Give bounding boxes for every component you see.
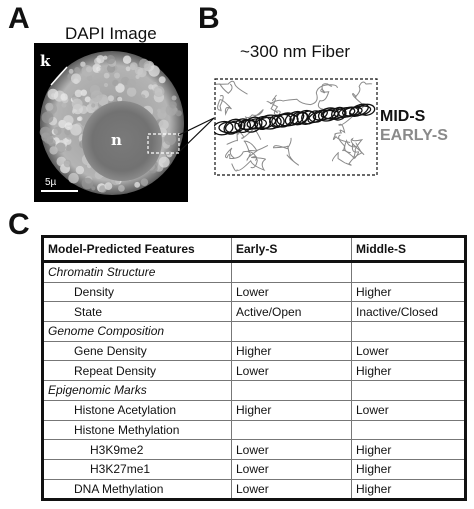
feature-cell: Chromatin Structure [41,261,232,283]
dapi-image-title: DAPI Image [65,24,157,43]
scale-label: 5µ [45,177,57,188]
feature-cell: Density [41,281,232,303]
middle-s-cell [351,321,467,342]
fiber-title: ~300 nm Fiber [240,42,351,61]
header-middle-s: Middle-S [351,235,467,263]
header-features: Model-Predicted Features [41,235,232,263]
features-table: Model-Predicted Features Early-S Middle-… [41,235,467,502]
mid-s-fiber [214,103,376,136]
early-s-cell [231,261,352,283]
middle-s-cell: Higher [351,439,467,460]
middle-s-cell: Higher [351,478,467,502]
feature-cell: Repeat Density [41,360,232,382]
nucleolus-region [82,101,162,181]
middle-s-cell: Inactive/Closed [351,301,467,323]
middle-s-cell: Lower [351,399,467,421]
fiber-model [214,78,378,176]
label-n: n [111,131,122,149]
middle-s-cell: Higher [351,360,467,382]
early-s-cell: Lower [231,458,352,480]
feature-cell: H3K27me1 [41,458,232,480]
table-row: Histone Methylation [41,419,467,441]
panel-letter-c: C [8,208,30,241]
middle-s-cell [351,261,467,283]
table-row: Genome Composition [41,321,467,342]
panel-letter-a: A [8,2,30,35]
middle-s-cell: Higher [351,281,467,303]
early-s-label: EARLY-S [380,127,448,144]
feature-cell: Gene Density [41,340,232,362]
table-row: Epigenomic Marks [41,380,467,401]
early-s-cell [231,419,352,441]
table-header-row: Model-Predicted Features Early-S Middle-… [41,235,467,263]
early-s-cell: Lower [231,478,352,502]
early-s-cell [231,380,352,401]
early-s-cell [231,321,352,342]
middle-s-cell [351,380,467,401]
feature-cell: Genome Composition [41,321,232,342]
early-s-cell: Active/Open [231,301,352,323]
feature-cell: State [41,301,232,323]
feature-cell: Histone Methylation [41,419,232,441]
feature-cell: DNA Methylation [41,478,232,502]
early-s-cell: Lower [231,281,352,303]
early-s-cell: Lower [231,360,352,382]
early-s-cell: Higher [231,340,352,362]
feature-cell: H3K9me2 [41,439,232,460]
k-pointer-line [50,66,68,86]
mid-s-label: MID-S [380,108,426,125]
label-k: k [40,52,51,70]
middle-s-cell: Lower [351,340,467,362]
feature-cell: Epigenomic Marks [41,380,232,401]
table-row: Chromatin Structure [41,261,467,283]
early-s-cell: Higher [231,399,352,421]
feature-cell: Histone Acetylation [41,399,232,421]
middle-s-cell [351,419,467,441]
panel-letter-b: B [198,2,220,35]
dapi-image: k n 5µ [34,43,188,202]
early-s-cell: Lower [231,439,352,460]
middle-s-cell: Higher [351,458,467,480]
header-early-s: Early-S [231,235,352,263]
